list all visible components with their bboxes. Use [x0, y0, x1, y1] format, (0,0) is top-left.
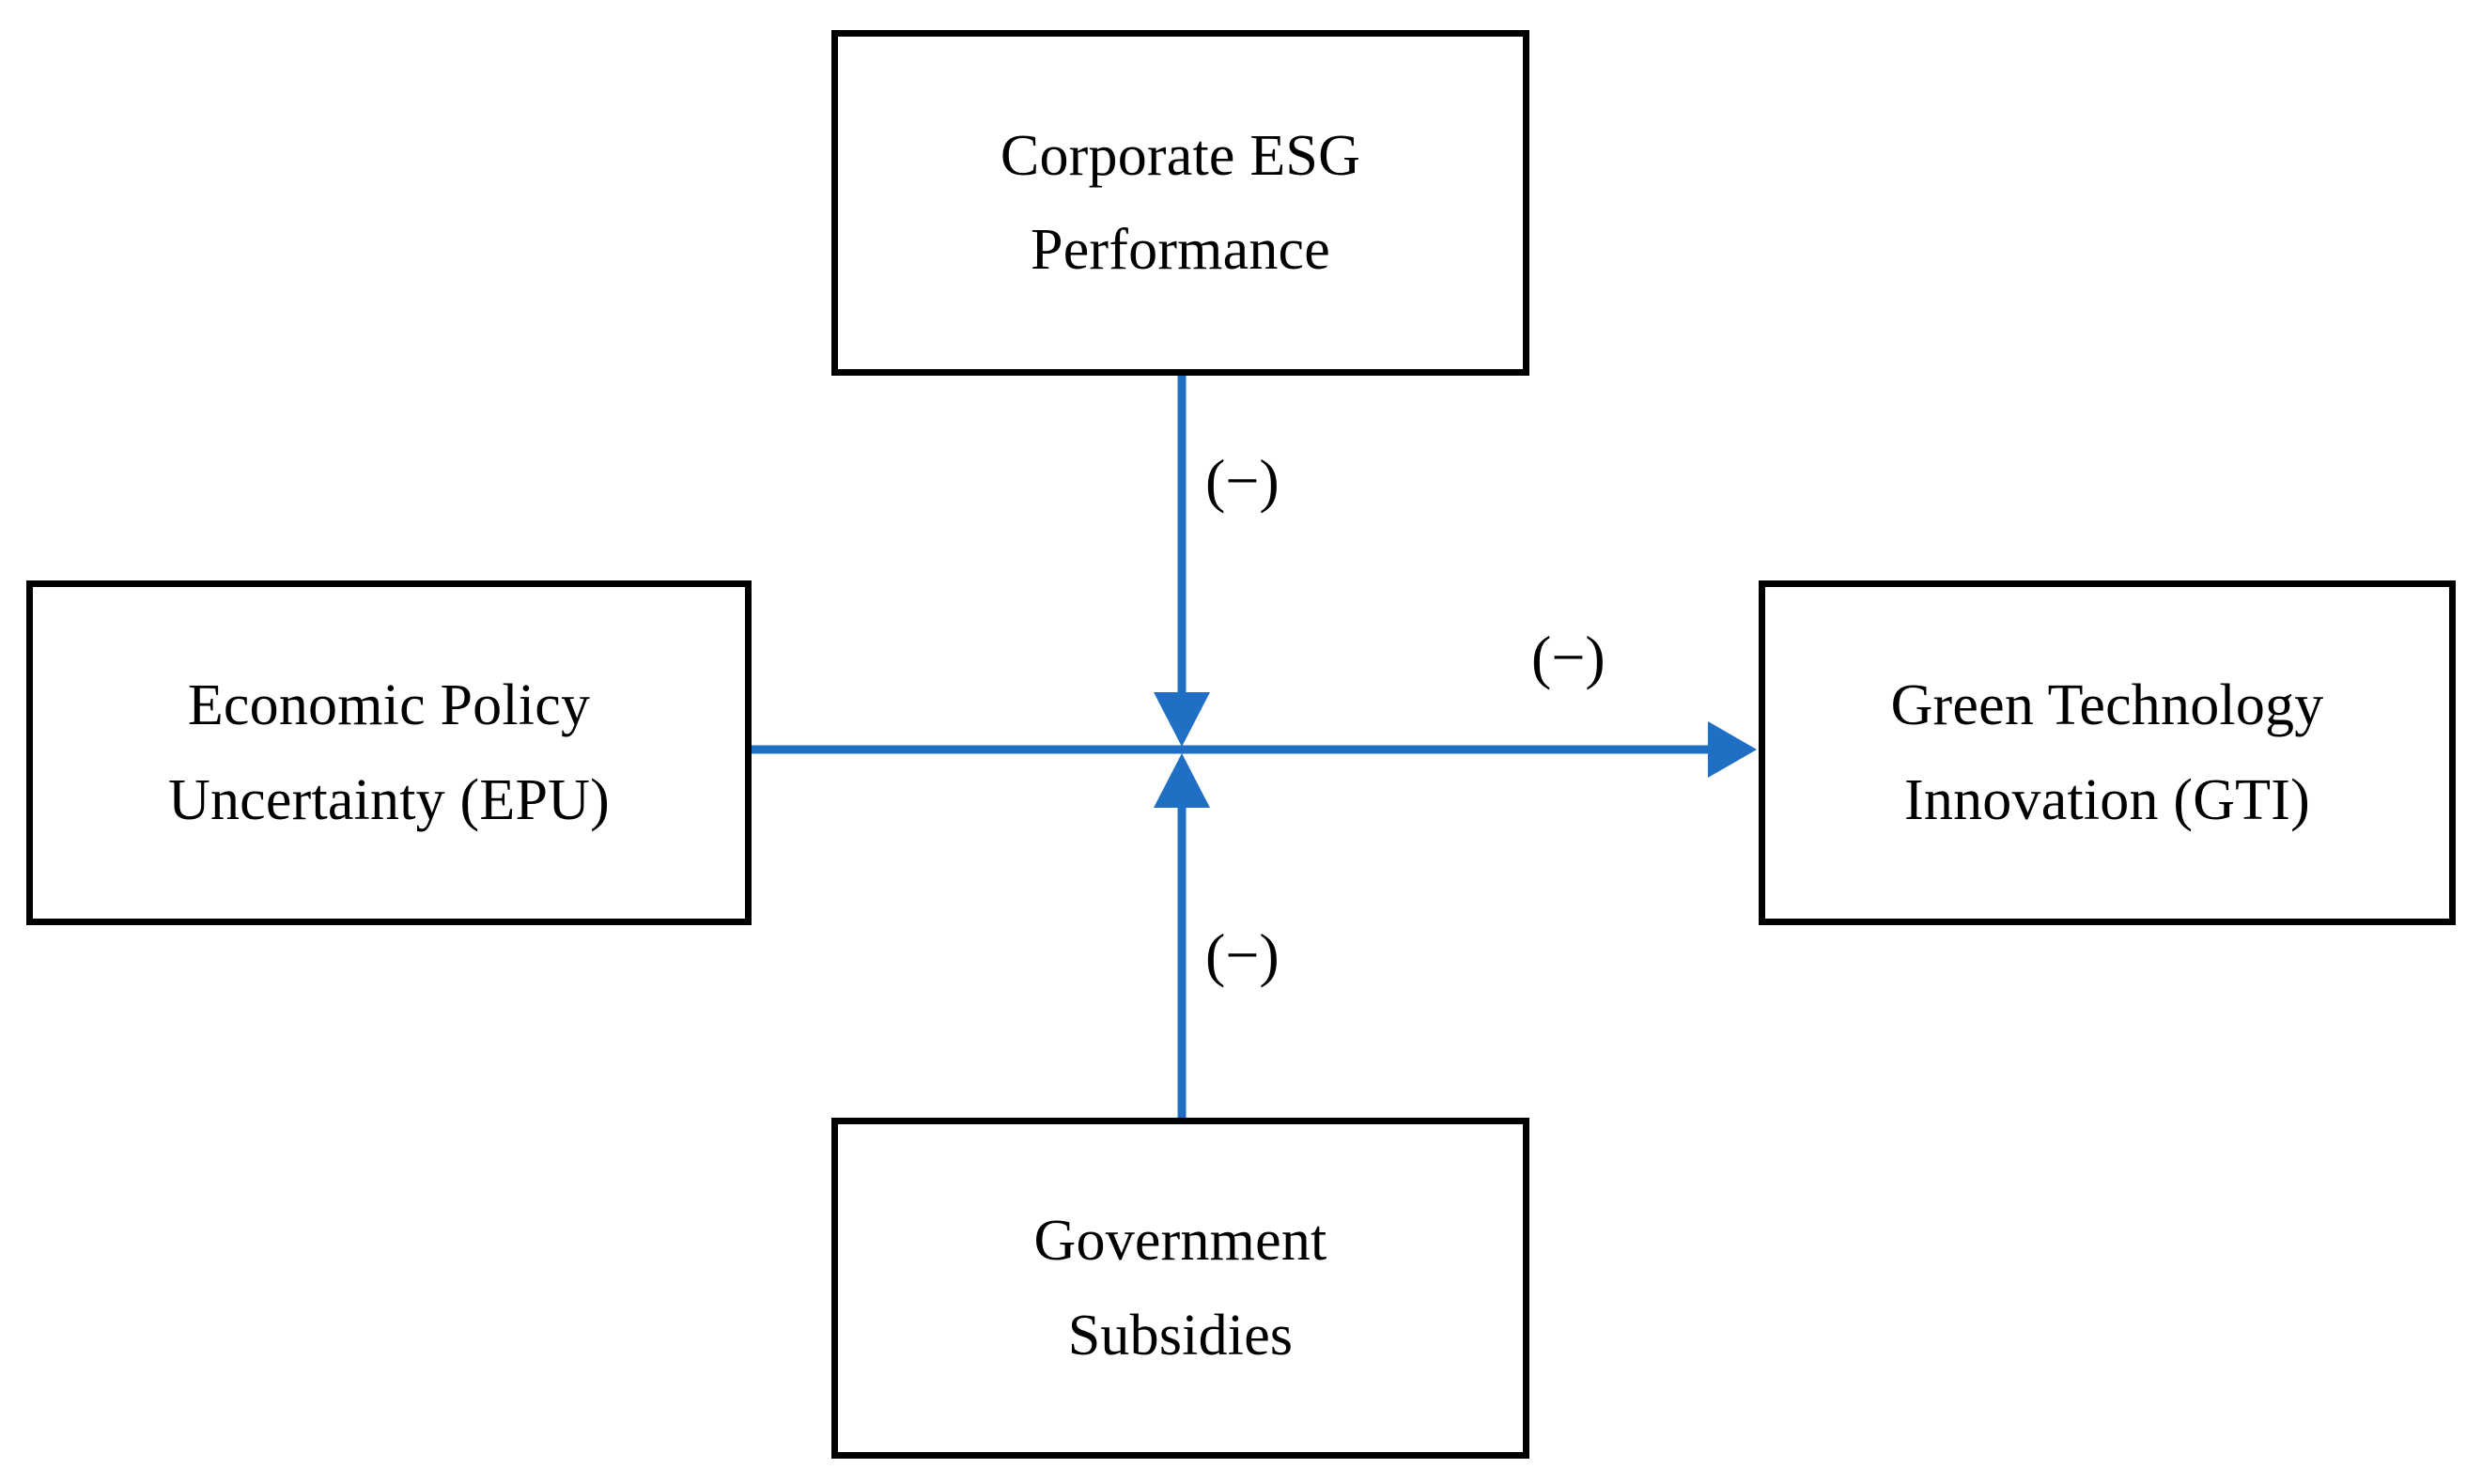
- node-subsidy-label-line1: Government: [1033, 1209, 1327, 1274]
- node-gti-label-line2: Innovation (GTI): [1904, 767, 2310, 832]
- node-esg-label-line1: Corporate ESG: [1000, 123, 1361, 188]
- node-esg-label-line2: Performance: [1031, 218, 1330, 282]
- edge-sign-epu-to-gti: (−): [1531, 624, 1606, 690]
- node-green-technology-innovation: Green Technology Innovation (GTI): [1759, 580, 2456, 925]
- arrow-epu-to-gti-head: [1708, 721, 1757, 778]
- edge-sign-esg-to-center: (−): [1205, 447, 1280, 514]
- node-gti-label-line1: Green Technology: [1890, 673, 2324, 738]
- node-corporate-esg-performance: Corporate ESG Performance: [831, 30, 1529, 376]
- edge-sign-subsidy-to-center: (−): [1205, 921, 1280, 988]
- node-epu-label-line1: Economic Policy: [187, 673, 591, 738]
- node-subsidy-label-line2: Subsidies: [1067, 1303, 1294, 1368]
- arrow-esg-to-center-head: [1154, 692, 1210, 747]
- node-government-subsidies: Government Subsidies: [831, 1118, 1529, 1459]
- arrow-subsidy-to-center-head: [1154, 753, 1210, 808]
- node-epu-label-line2: Uncertainty (EPU): [168, 767, 610, 832]
- node-economic-policy-uncertainty: Economic Policy Uncertainty (EPU): [26, 580, 752, 925]
